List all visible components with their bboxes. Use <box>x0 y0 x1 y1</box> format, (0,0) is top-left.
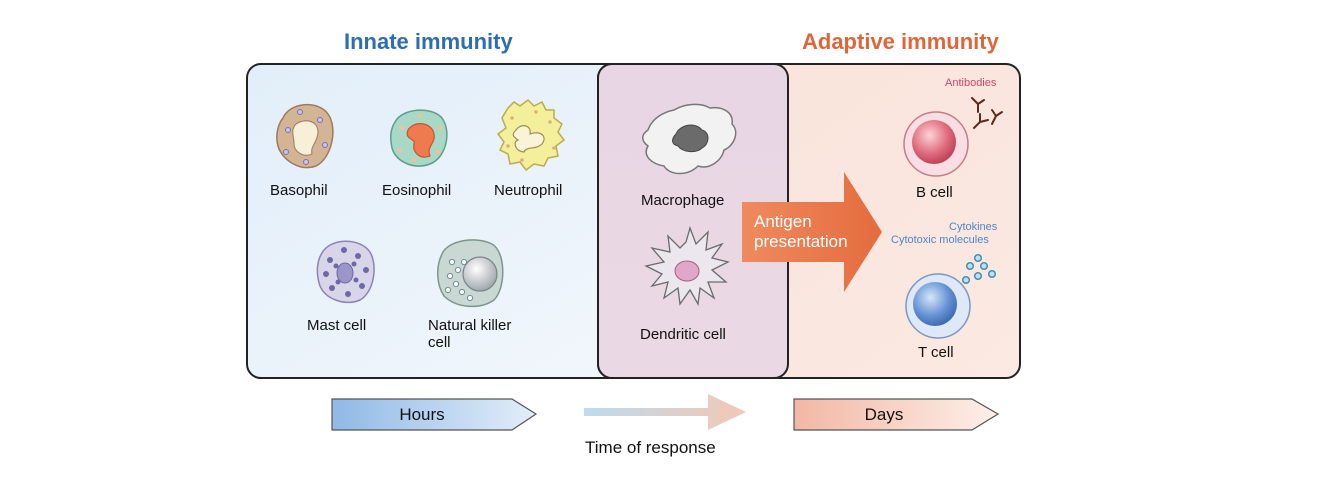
antibody-icons <box>971 97 1003 129</box>
b-cell-label: B cell <box>916 184 953 201</box>
neutrophil-cell <box>496 99 566 172</box>
innate-immunity-heading: Innate immunity <box>344 29 513 54</box>
antibodies-label: Antibodies <box>945 77 997 89</box>
cytotoxic-molecules-label: Cytotoxic molecules <box>891 234 989 246</box>
antigen-presentation-label: Antigen presentation <box>754 212 848 252</box>
days-arrow <box>793 398 1000 431</box>
mast-cell <box>316 240 375 304</box>
natural-killer-label-line1: Natural killer <box>428 317 512 334</box>
eosinophil-label: Eosinophil <box>382 182 452 199</box>
hours-label: Hours <box>399 405 445 424</box>
hours-arrow <box>331 398 538 431</box>
time-of-response-arrow <box>584 394 746 430</box>
dendritic-cell <box>644 225 730 307</box>
antigen-presentation-arrow <box>742 172 882 292</box>
cytokine-dots <box>961 253 997 285</box>
natural-killer-cell <box>437 239 504 308</box>
natural-killer-label-line2: cell <box>428 334 451 351</box>
macrophage-cell <box>642 103 737 175</box>
mast-cell-label: Mast cell <box>307 317 367 334</box>
basophil-cell <box>276 104 334 169</box>
t-cell-label: T cell <box>918 344 954 361</box>
neutrophil-label: Neutrophil <box>494 182 563 199</box>
b-cell <box>903 111 969 177</box>
cytokines-label: Cytokines <box>949 221 998 233</box>
adaptive-immunity-heading: Adaptive immunity <box>802 29 999 54</box>
antigen-presentation-line2: presentation <box>754 232 848 251</box>
time-of-response-label: Time of response <box>585 438 716 457</box>
t-cell <box>905 273 971 339</box>
basophil-label: Basophil <box>270 182 328 199</box>
days-label: Days <box>864 405 904 424</box>
macrophage-label: Macrophage <box>641 192 725 209</box>
dendritic-cell-label: Dendritic cell <box>640 326 726 343</box>
natural-killer-cell-label: Natural killer cell <box>428 317 511 351</box>
eosinophil-cell <box>390 109 448 167</box>
antigen-presentation-line1: Antigen <box>754 212 812 231</box>
